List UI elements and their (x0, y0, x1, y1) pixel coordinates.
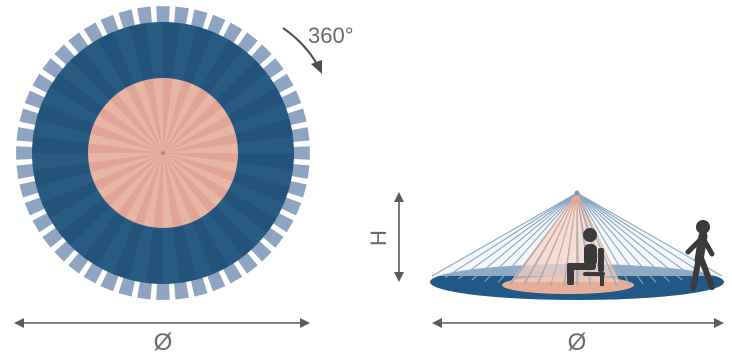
outer-ray (228, 87, 285, 124)
walking-person-icon (685, 220, 715, 291)
inner-cone-line (523, 192, 578, 284)
diameter-label-side: Ø (568, 329, 587, 354)
inner-ray (163, 133, 238, 153)
inner-ray (93, 153, 163, 191)
outer-ray (182, 26, 214, 83)
arrowhead-left-icon (14, 318, 24, 328)
inner-ray (163, 80, 192, 153)
height-label: H (366, 230, 391, 246)
inner-zone-rays (88, 78, 238, 228)
inner-ray (163, 153, 217, 213)
outer-ray (233, 172, 290, 204)
outer-ray (59, 199, 110, 246)
cone-line (576, 192, 670, 282)
cone-line (576, 192, 710, 278)
inner-ray (143, 78, 163, 153)
side-view (430, 190, 724, 300)
top-view (16, 6, 310, 300)
inner-ray (163, 153, 238, 163)
diameter-label-top: Ø (154, 329, 173, 354)
rotation-arrowhead-icon (311, 60, 322, 74)
rotation-label: 360° (308, 23, 354, 48)
inner-ray (103, 153, 163, 207)
outer-ray (112, 223, 144, 280)
inner-ray (117, 153, 163, 218)
inner-ray (109, 93, 163, 153)
cone-line (471, 192, 578, 281)
height-dimension: H (366, 192, 404, 282)
cone-line (431, 192, 578, 277)
sensor-center-dot (161, 151, 165, 155)
outer-ray (192, 218, 229, 275)
outer-ray (97, 31, 134, 88)
inner-cone-line (509, 192, 578, 284)
inner-ray (88, 143, 163, 153)
inner-ray (125, 83, 163, 153)
outer-ray (36, 102, 93, 134)
arrowhead-left-icon (432, 318, 442, 328)
inner-ray (163, 153, 201, 223)
inner-ray (163, 78, 173, 153)
inner-ray (98, 107, 163, 153)
outer-ray (238, 153, 294, 171)
outer-ray (32, 135, 88, 153)
cone-line (576, 192, 644, 284)
seated-person-icon (567, 228, 605, 286)
inner-ray (134, 153, 163, 226)
cone-line (576, 192, 657, 283)
cone-line (444, 192, 578, 278)
outer-zone-rays (32, 22, 294, 284)
cone-line (484, 192, 578, 282)
inner-ray (163, 99, 223, 153)
arrowhead-up-icon (394, 192, 404, 202)
outer-ray (201, 39, 243, 93)
arrowhead-right-icon (714, 318, 724, 328)
outer-ray (41, 182, 98, 219)
arrowhead-down-icon (394, 272, 404, 282)
inner-cone-line (537, 192, 578, 284)
outer-ray (223, 191, 277, 233)
cone-line (576, 192, 618, 286)
outer-ray (209, 206, 256, 257)
cone-line (576, 192, 696, 280)
cone-line (576, 192, 683, 281)
outer-ray (216, 60, 267, 107)
inner-ray (163, 115, 233, 153)
inner-cone-line (550, 192, 578, 284)
inner-ray (88, 153, 163, 173)
rotation-indicator: 360° (282, 23, 354, 74)
sensor-apex (574, 190, 580, 196)
inner-ray (163, 88, 209, 153)
outer-ray (129, 23, 154, 80)
inner-ray (163, 153, 228, 199)
cone-line (576, 192, 631, 285)
outer-ray (236, 119, 293, 144)
arrowhead-right-icon (300, 318, 310, 328)
inner-ray (153, 153, 163, 228)
outer-ray (70, 49, 117, 100)
inner-ray (163, 153, 183, 228)
cone-line (497, 192, 578, 283)
outer-ray (83, 213, 125, 267)
outer-ray (163, 22, 181, 78)
inner-ray (163, 153, 236, 182)
inner-ray (90, 124, 163, 153)
side-view-diameter-dimension: Ø (432, 318, 724, 354)
outer-ray (145, 228, 163, 284)
detection-cone (431, 192, 723, 286)
outer-ray (33, 162, 90, 187)
cone-line (458, 192, 578, 280)
top-view-diameter-dimension: Ø (14, 318, 310, 354)
outer-ray (49, 73, 103, 115)
inner-cone-line (576, 192, 621, 284)
outer-ray (172, 226, 197, 283)
